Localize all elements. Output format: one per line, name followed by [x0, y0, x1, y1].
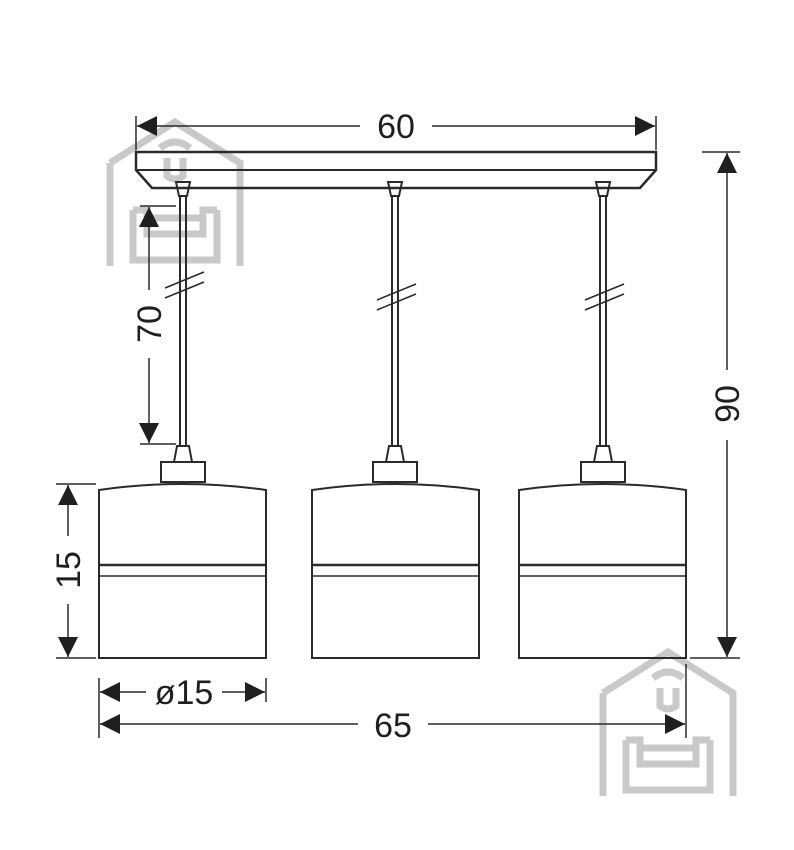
dimension-label-canopy-width: 60 — [377, 108, 415, 146]
pendant-lamp-1 — [98, 181, 267, 659]
pendant-lamp-2 — [311, 181, 480, 659]
dimension-total-height: 90 — [690, 151, 747, 659]
house-with-sofa-icon-secondary — [599, 647, 737, 796]
dimension-label-total-width: 65 — [374, 707, 412, 745]
dimension-shade-height: 15 — [50, 483, 96, 659]
dimension-shade-diameter: ø15 — [98, 674, 267, 738]
pendant-lamp-3 — [518, 181, 687, 659]
dimension-label-shade-diameter: ø15 — [155, 674, 214, 712]
ceiling-canopy — [134, 150, 658, 190]
house-with-sofa-icon — [106, 117, 244, 266]
dimension-label-total-height: 90 — [709, 385, 747, 423]
dimension-total-width: 65 — [100, 664, 687, 745]
dimension-label-shade-height: 15 — [50, 551, 88, 589]
dimension-label-cable-length: 70 — [131, 305, 169, 343]
dimension-canopy-width: 60 — [135, 108, 657, 150]
dimension-cable-length: 70 — [131, 205, 176, 445]
